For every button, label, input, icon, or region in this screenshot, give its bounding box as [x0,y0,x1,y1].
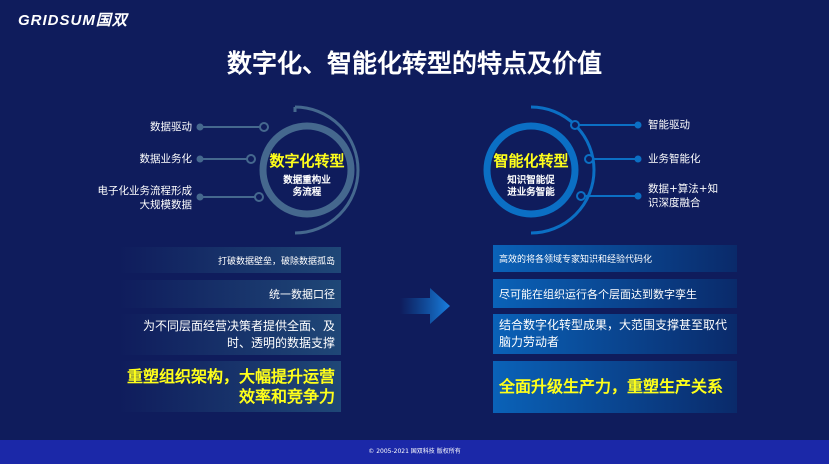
digital-heading: 数字化转型 [269,152,345,170]
right-point-3: 数据+算法+知识深度融合 [648,183,719,209]
right-box-2: 尽可能在组织运行各个层面达到数字孪生 [493,279,737,308]
digital-transformation-center: 数字化转型 数据重构业务流程 [263,150,351,199]
right-box-4: 全面升级生产力，重塑生产关系 [493,361,737,413]
footer-copyright: © 2005-2021 国双科技 版权所有 [0,440,829,464]
right-box-1: 高效的将各领域专家知识和经验代码化 [493,245,737,272]
left-box-1: 打破数据壁垒，破除数据孤岛 [118,247,341,273]
intelligent-transformation-center: 智能化转型 知识智能促进业务智能 [487,150,575,199]
digital-ring [200,105,360,235]
right-point-1: 智能驱动 [648,119,690,131]
left-box-3: 为不同层面经营决策者提供全面、及时、透明的数据支撑 [118,314,341,355]
gridsum-logo: GRIDSUM国双 [18,12,128,29]
left-point-3: 电子化业务流程形成大规模数据 [97,185,193,211]
left-point-2: 数据业务化 [139,153,193,165]
left-box-4: 重塑组织架构，大幅提升运营效率和竞争力 [118,361,341,412]
page-title: 数字化、智能化转型的特点及价值 [226,49,602,78]
right-box-3: 结合数字化转型成果，大范围支撑甚至取代脑力劳动者 [493,314,737,354]
right-point-2: 业务智能化 [648,153,701,165]
left-box-2: 统一数据口径 [118,280,341,308]
intelligent-subtitle: 知识智能促进业务智能 [507,175,555,198]
intelligent-ring [483,105,638,235]
digital-subtitle: 数据重构业务流程 [283,175,331,198]
intelligent-heading: 智能化转型 [493,152,569,170]
left-point-1: 数据驱动 [150,121,192,133]
arrow-right-icon [400,288,450,324]
